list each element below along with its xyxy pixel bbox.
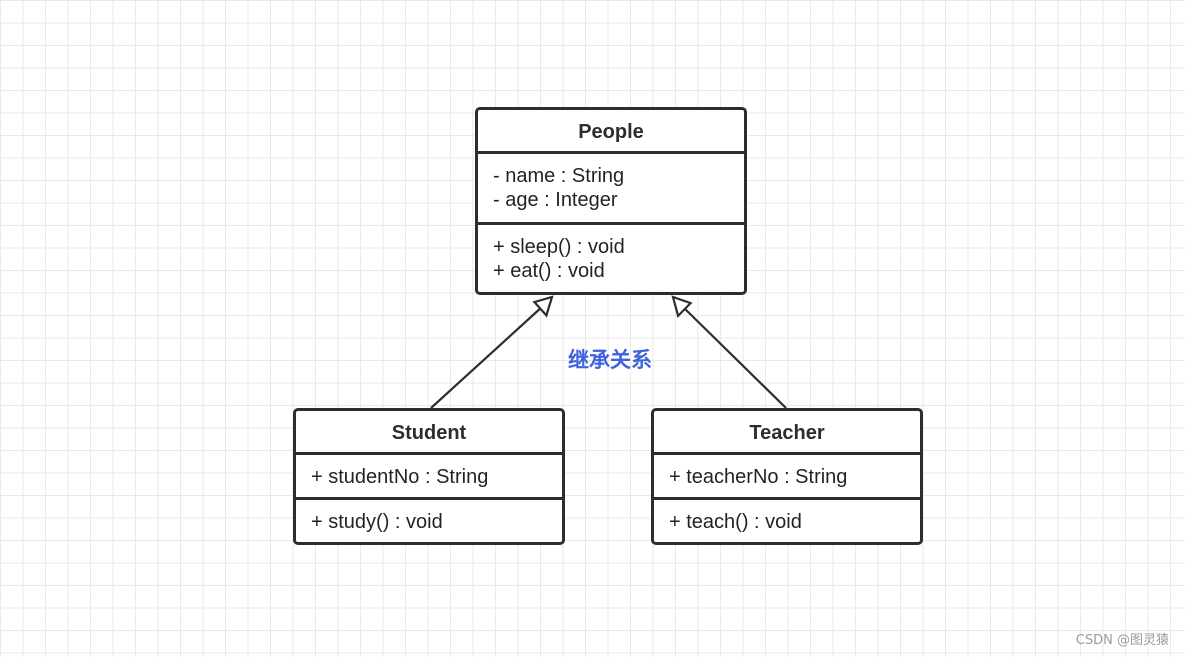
class-teacher[interactable]: Teacher + teacherNo : String + teach() :… — [651, 408, 923, 545]
teacher-inheritance-arrowhead — [671, 295, 693, 319]
attribute: + teacherNo : String — [669, 466, 848, 488]
attribute: - name : String — [493, 165, 625, 187]
student-inheritance-arrowhead — [532, 295, 554, 318]
attributes-section: + teacherNo : String — [654, 455, 920, 500]
student-to-people-edge — [430, 305, 544, 409]
class-student[interactable]: Student + studentNo : String + study() :… — [293, 408, 565, 545]
relation-label: 继承关系 — [568, 348, 652, 372]
methods-section: + teach() : void — [654, 500, 920, 534]
method: + study() : void — [311, 511, 443, 533]
class-name: Student — [296, 411, 562, 455]
teacher-to-people-edge — [681, 305, 787, 409]
class-name: People — [478, 110, 744, 154]
attributes-section: - name : String - age : Integer — [478, 154, 744, 225]
methods-section: + sleep() : void + eat() : void — [478, 225, 744, 283]
methods-section: + study() : void — [296, 500, 562, 534]
method: + teach() : void — [669, 511, 802, 533]
method: + eat() : void — [493, 260, 605, 282]
class-people[interactable]: People - name : String - age : Integer +… — [475, 107, 747, 295]
class-name: Teacher — [654, 411, 920, 455]
attribute: + studentNo : String — [311, 466, 489, 488]
watermark: CSDN @图灵猿 — [1075, 633, 1169, 648]
attribute: - age : Integer — [493, 189, 618, 211]
attributes-section: + studentNo : String — [296, 455, 562, 500]
method: + sleep() : void — [493, 236, 625, 258]
